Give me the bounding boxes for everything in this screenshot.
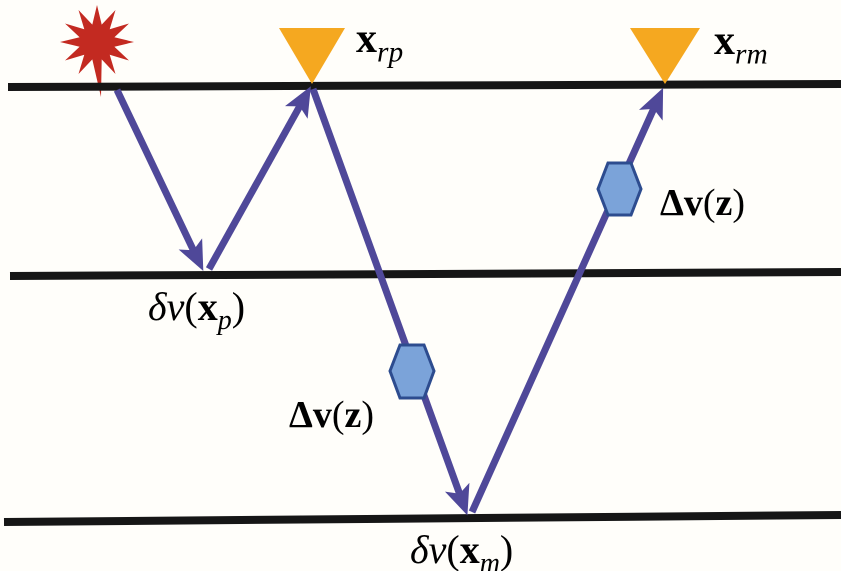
dvxp-close-paren: ) <box>231 284 246 329</box>
xrp-subscript: rp <box>377 36 404 69</box>
receiver-triangle-primary-icon <box>279 28 345 84</box>
surface-line <box>7 80 841 91</box>
xrm-subscript: rm <box>735 38 768 71</box>
dvxm-prefix: δv <box>410 527 447 571</box>
receiver-label-xrm: xrm <box>714 20 768 70</box>
receiver-triangle-multiple-icon <box>630 28 700 84</box>
dvxp-open-paren: ( <box>184 284 198 329</box>
dvz-mid-open-paren: ( <box>331 394 345 436</box>
reflector-line-lower <box>3 511 841 526</box>
dvz-mid-z: z <box>344 394 362 436</box>
scatter-label-xp: δv(xp) <box>148 287 245 335</box>
reflector-line-upper <box>9 268 841 280</box>
dvxm-subscript: m <box>479 547 500 571</box>
ray-receiver-to-xm <box>309 87 470 516</box>
hexagon-scatterer-mid-icon <box>388 343 436 400</box>
scatter-label-xm: δv(xm) <box>410 530 513 571</box>
dvxm-x: x <box>459 527 480 571</box>
receiver-label-xrp: xrp <box>356 18 403 68</box>
xrp-base: x <box>356 16 377 62</box>
velocity-label-mid: Δv(z) <box>289 396 374 434</box>
dvxm-open-paren: ( <box>446 527 460 571</box>
dvz-right-close-paren: ) <box>732 182 746 224</box>
dvz-mid-close-paren: ) <box>361 394 375 436</box>
dvz-right-open-paren: ( <box>702 182 716 224</box>
dvz-right-prefix: Δv <box>660 182 703 224</box>
starburst-source-icon <box>60 5 134 97</box>
ray-xp-to-receiver <box>205 86 311 271</box>
velocity-label-right: Δv(z) <box>660 184 745 222</box>
xrm-base: x <box>714 18 735 64</box>
dvxp-x: x <box>197 284 218 329</box>
dvz-right-z: z <box>715 182 733 224</box>
ray-xm-to-receiver <box>468 87 664 514</box>
ray-source-to-xp <box>113 88 204 272</box>
dvz-mid-prefix: Δv <box>289 394 332 436</box>
dvxm-close-paren: ) <box>499 527 514 571</box>
dvxp-subscript: p <box>217 304 232 336</box>
dvxp-prefix: δv <box>148 284 185 329</box>
hexagon-scatterer-right-icon <box>596 161 643 217</box>
